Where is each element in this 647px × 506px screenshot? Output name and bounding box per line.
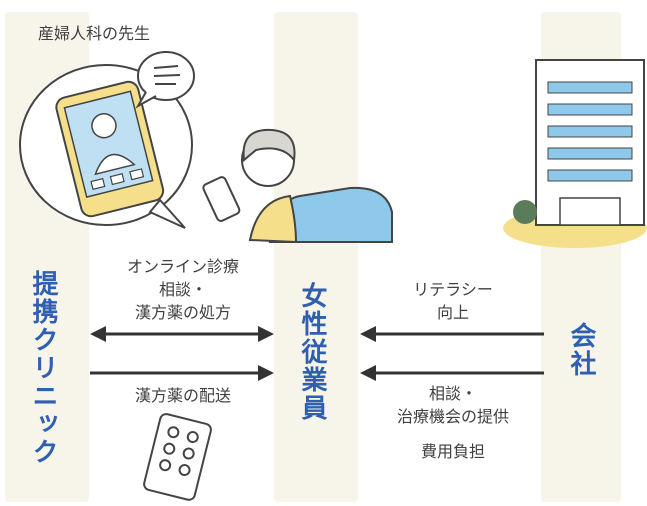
company-title: 会社 bbox=[566, 322, 596, 378]
employee-title: 女性従業員 bbox=[297, 282, 327, 422]
arrow-clinic-to-employee bbox=[90, 365, 274, 381]
clinic-service-line-1: オンライン診療 bbox=[126, 257, 239, 276]
woman-with-phone-icon bbox=[202, 128, 394, 244]
delivery-label: 漢方薬の配送 bbox=[134, 386, 231, 405]
doctor-bubble-icon bbox=[19, 64, 193, 229]
literacy-line-2: 向上 bbox=[436, 303, 469, 322]
support-label: 相談・ 治療機会の提供 bbox=[370, 382, 536, 428]
speech-bubble-icon bbox=[135, 51, 195, 109]
arrow-clinic-employee-bidirectional bbox=[90, 326, 274, 342]
clinic-title: 提携クリニック bbox=[28, 270, 58, 466]
doctor-caption: 産婦人科の先生 bbox=[38, 24, 151, 43]
cost-label: 費用負担 bbox=[420, 442, 485, 461]
support-line-1: 相談・ bbox=[428, 384, 477, 403]
clinic-service-line-2: 相談・ bbox=[158, 280, 207, 299]
pill-pack-icon bbox=[143, 413, 212, 501]
clinic-service-line-3: 漢方薬の処方 bbox=[134, 303, 231, 322]
company-building-icon bbox=[503, 59, 647, 248]
arrow-company-to-employee-bottom bbox=[360, 365, 544, 381]
clinic-service-label: オンライン診療 相談・ 漢方薬の処方 bbox=[100, 255, 266, 324]
support-line-2: 治療機会の提供 bbox=[396, 407, 509, 426]
arrow-company-to-employee-top bbox=[360, 326, 544, 342]
literacy-line-1: リテラシー bbox=[413, 280, 493, 299]
employee-column bbox=[274, 12, 358, 502]
literacy-label: リテラシー 向上 bbox=[378, 278, 528, 324]
